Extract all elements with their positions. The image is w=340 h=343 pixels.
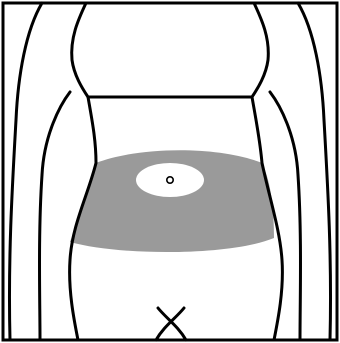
groin-left-line (158, 308, 186, 340)
left-arm-inner-outline (40, 92, 71, 340)
torso-right-upper-outline (252, 3, 268, 97)
groin-right-line (156, 308, 184, 340)
torso-left-upper-outline (72, 3, 88, 97)
navel-highlight (136, 163, 204, 197)
left-arm-outline (9, 3, 42, 340)
right-arm-outline (298, 3, 331, 340)
